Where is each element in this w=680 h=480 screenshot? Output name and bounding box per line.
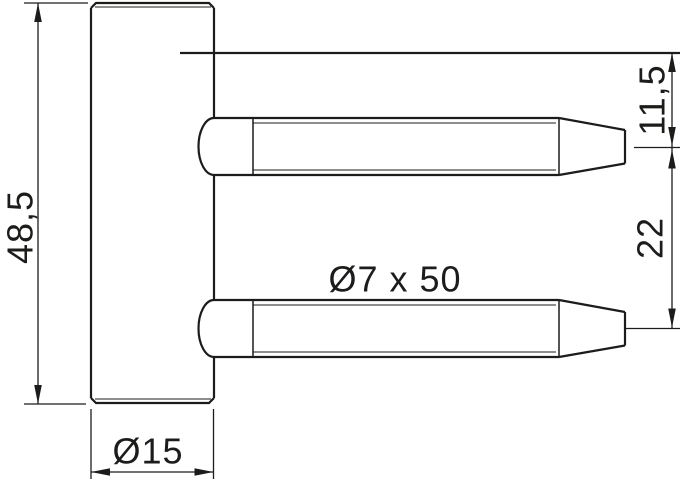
body-bottom-edge (90, 397, 215, 405)
pin-top-taper-upper (558, 116, 626, 132)
body-top-edge (90, 1, 215, 9)
dimension-body-diameter: Ø15 (90, 409, 215, 479)
pin-spec-label: Ø7 x 50 (328, 259, 461, 300)
arrowhead-up (668, 149, 676, 169)
pin-bottom-taper-upper (558, 298, 626, 314)
top-offset-label: 11,5 (632, 64, 673, 135)
hinge-body (89, 1, 216, 405)
dimension-body-height: 48,5 (0, 2, 88, 405)
arrowhead-down (668, 308, 676, 328)
pin-bottom-taper-lower (558, 344, 626, 359)
pin-spacing-label: 22 (630, 217, 671, 259)
arrowhead-up (668, 53, 676, 72)
body-diameter-label: Ø15 (112, 431, 183, 472)
arrowhead-right (194, 468, 214, 476)
dimension-pin-spacing: 22 (630, 147, 676, 329)
pin-top-taper-lower (558, 162, 626, 177)
dimension-top-offset: 11,5 (632, 53, 676, 148)
arrowhead-up (34, 3, 42, 22)
pin-bottom-dome (197, 298, 215, 359)
pin-bottom (197, 298, 627, 359)
arrowhead-left (91, 468, 110, 476)
body-height-label: 48,5 (0, 190, 41, 264)
pin-top-dome (197, 116, 215, 177)
arrowhead-down (34, 385, 42, 404)
pin-top (197, 116, 627, 177)
arrowhead-down (668, 127, 676, 146)
